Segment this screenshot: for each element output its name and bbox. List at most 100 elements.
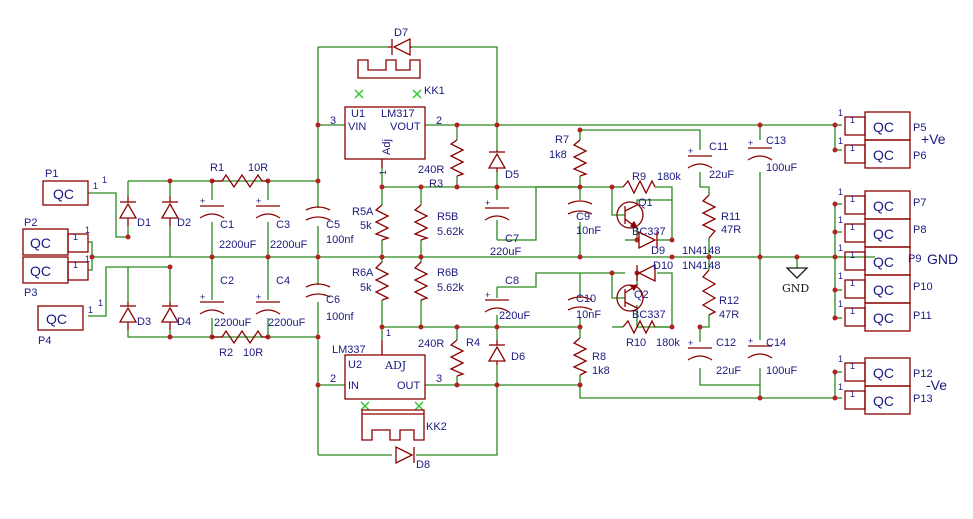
resistor-r11[interactable]: R11 47R bbox=[701, 194, 741, 239]
svg-text:1: 1 bbox=[838, 243, 843, 253]
resistor-r5b[interactable]: R5B 5.62k bbox=[413, 204, 464, 241]
resistor-r7[interactable]: R7 1k8 bbox=[549, 134, 588, 177]
svg-text:1: 1 bbox=[838, 382, 843, 392]
transistor-q1[interactable]: Q1 BC337 bbox=[616, 197, 666, 238]
svg-text:2: 2 bbox=[436, 115, 442, 127]
svg-text:22uF: 22uF bbox=[709, 169, 734, 181]
capacitor-c8[interactable]: + C8 220uF bbox=[484, 275, 530, 322]
regulator-u2[interactable]: LM337 U2 ADJ IN OUT 2 3 1 bbox=[330, 328, 442, 400]
svg-text:QC: QC bbox=[53, 186, 74, 202]
capacitor-c1[interactable]: + C1 2200uF bbox=[199, 196, 257, 251]
svg-text:P4: P4 bbox=[38, 335, 51, 347]
diode-d9[interactable]: D9 1N4148 bbox=[638, 230, 721, 257]
diode-d7[interactable]: D7 bbox=[388, 27, 412, 57]
svg-text:R5A: R5A bbox=[352, 206, 374, 218]
svg-text:1: 1 bbox=[850, 222, 855, 232]
svg-text:P10: P10 bbox=[913, 281, 933, 293]
resistor-r4[interactable]: 240R R4 bbox=[418, 337, 480, 377]
diode-d6[interactable]: D6 bbox=[487, 340, 525, 365]
resistor-r5a[interactable]: R5A 5k bbox=[352, 204, 391, 241]
svg-text:U2: U2 bbox=[348, 359, 362, 371]
resistor-r3[interactable]: 240R R3 bbox=[418, 139, 465, 190]
diode-d1[interactable]: D1 bbox=[118, 196, 151, 229]
transistor-q2[interactable]: Q2 BC337 bbox=[616, 284, 666, 321]
connector-p1[interactable]: QC 11 P1 bbox=[42, 168, 107, 206]
resistor-r10[interactable]: R10 180k bbox=[622, 319, 680, 349]
svg-text:QC: QC bbox=[873, 198, 894, 214]
svg-text:1: 1 bbox=[838, 215, 843, 225]
svg-text:+: + bbox=[688, 338, 693, 348]
capacitor-c12[interactable]: + C12 22uF bbox=[687, 337, 741, 377]
resistor-r12[interactable]: R12 47R bbox=[701, 269, 739, 321]
capacitor-c7[interactable]: + C7 220uF bbox=[484, 198, 521, 258]
svg-text:1: 1 bbox=[850, 115, 855, 125]
heatsink-kk1: KK1 bbox=[357, 59, 445, 97]
svg-text:D10: D10 bbox=[653, 260, 673, 272]
connector-p7-p11[interactable]: QC QC QC QC QC 11 11 11 11 11 P7 P8 P9 P… bbox=[838, 187, 958, 332]
svg-text:C3: C3 bbox=[276, 219, 290, 231]
resistor-r6a[interactable]: R6A 5k bbox=[352, 261, 390, 301]
svg-text:1: 1 bbox=[838, 354, 843, 364]
capacitor-c4[interactable]: + C4 2200uF bbox=[255, 275, 306, 329]
svg-text:C7: C7 bbox=[505, 233, 519, 245]
capacitor-c3[interactable]: + C3 2200uF bbox=[255, 196, 308, 251]
svg-text:QC: QC bbox=[873, 282, 894, 298]
svg-text:Adj: Adj bbox=[381, 139, 393, 155]
svg-text:KK2: KK2 bbox=[426, 421, 447, 433]
wires bbox=[88, 46, 875, 456]
svg-text:2200uF: 2200uF bbox=[270, 239, 308, 251]
svg-text:U1: U1 bbox=[351, 108, 365, 120]
diode-d5[interactable]: D5 bbox=[487, 150, 519, 181]
diode-d3[interactable]: D3 bbox=[118, 302, 151, 330]
capacitor-c11[interactable]: + C11 22uF bbox=[687, 141, 734, 181]
resistor-r6b[interactable]: R6B 5.62k bbox=[413, 261, 464, 301]
svg-text:-Ve: -Ve bbox=[926, 377, 947, 393]
svg-text:R5B: R5B bbox=[437, 211, 458, 223]
regulator-u1[interactable]: U1 LM317 VIN VOUT Adj 3 2 1 bbox=[330, 106, 442, 175]
capacitor-c14[interactable]: + C14 100uF bbox=[747, 336, 797, 377]
svg-text:1: 1 bbox=[85, 254, 90, 264]
svg-text:1: 1 bbox=[93, 181, 98, 191]
svg-text:C8: C8 bbox=[505, 275, 519, 287]
svg-text:QC: QC bbox=[873, 226, 894, 242]
svg-text:R12: R12 bbox=[719, 295, 739, 307]
diode-d8[interactable]: D8 bbox=[395, 445, 430, 471]
capacitor-c5[interactable]: C5 100nf bbox=[305, 206, 354, 246]
diode-d10[interactable]: D10 1N4148 bbox=[636, 260, 721, 283]
capacitor-c10[interactable]: C10 10nF bbox=[567, 293, 601, 321]
svg-text:+Ve: +Ve bbox=[921, 131, 946, 147]
svg-text:Q2: Q2 bbox=[634, 289, 649, 301]
svg-text:GND: GND bbox=[782, 282, 809, 295]
connector-p5-p6[interactable]: QC QC 11 11 P5 P6 +Ve bbox=[838, 108, 946, 169]
capacitor-c13[interactable]: + C13 100uF bbox=[747, 135, 797, 174]
svg-text:D4: D4 bbox=[177, 316, 191, 328]
svg-text:P8: P8 bbox=[913, 224, 926, 236]
capacitor-c9[interactable]: C9 10nF bbox=[567, 200, 601, 237]
svg-text:C5: C5 bbox=[326, 219, 340, 231]
resistor-r2[interactable]: R2 10R bbox=[212, 329, 268, 359]
resistor-r1[interactable]: R1 10R bbox=[210, 162, 268, 189]
svg-text:+: + bbox=[748, 336, 753, 346]
svg-text:C12: C12 bbox=[716, 337, 736, 349]
svg-text:D9: D9 bbox=[651, 245, 665, 257]
svg-text:1: 1 bbox=[102, 175, 107, 185]
svg-text:1: 1 bbox=[378, 170, 388, 175]
connector-p2-p3[interactable]: QC QC 11 11 P2 P3 bbox=[22, 217, 90, 299]
svg-text:OUT: OUT bbox=[397, 380, 421, 392]
connector-p4[interactable]: QC 11 P4 bbox=[37, 298, 103, 347]
connector-p12-p13[interactable]: QC QC 11 11 P12 P13 -Ve bbox=[838, 354, 947, 415]
svg-text:1N4148: 1N4148 bbox=[682, 260, 721, 272]
svg-text:R11: R11 bbox=[721, 211, 740, 223]
svg-text:1: 1 bbox=[838, 108, 843, 118]
resistor-r9[interactable]: R9 180k bbox=[622, 171, 681, 195]
capacitor-c6[interactable]: C6 100nf bbox=[305, 283, 354, 323]
resistor-r8[interactable]: R8 1k8 bbox=[572, 337, 610, 377]
svg-text:QC: QC bbox=[30, 263, 51, 279]
svg-text:R10: R10 bbox=[626, 337, 646, 349]
capacitor-c2[interactable]: + C2 2200uF bbox=[199, 275, 252, 329]
svg-text:D7: D7 bbox=[394, 27, 408, 39]
diode-d2[interactable]: D2 bbox=[160, 196, 191, 229]
crosshair-marks bbox=[354, 89, 424, 411]
diode-d4[interactable]: D4 bbox=[160, 302, 191, 330]
svg-text:1: 1 bbox=[850, 389, 855, 399]
